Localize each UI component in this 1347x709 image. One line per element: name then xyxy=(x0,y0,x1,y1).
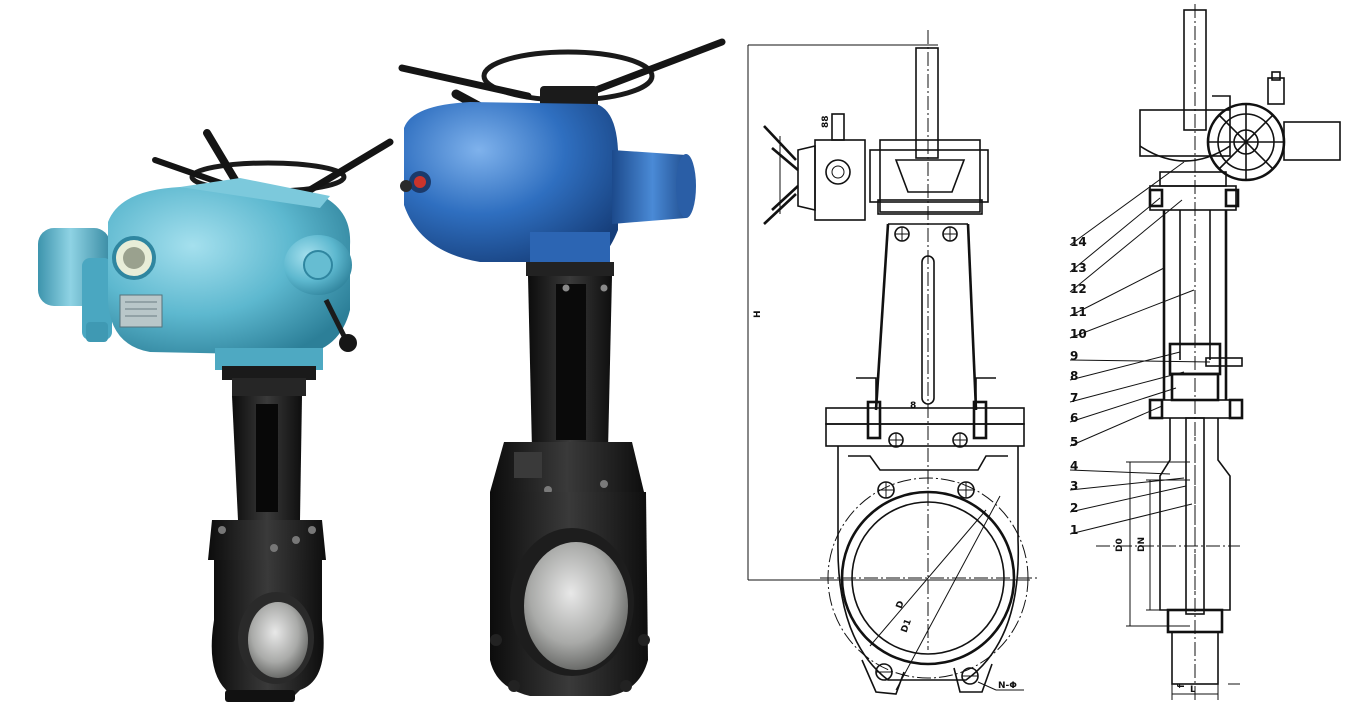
part-label: 13 xyxy=(1070,261,1087,275)
part-label: 12 xyxy=(1070,282,1087,296)
valve-body-outline xyxy=(837,446,1020,681)
part-label: 8 xyxy=(1070,369,1078,383)
bonnet-flange xyxy=(825,407,1025,425)
part-label: 2 xyxy=(1070,501,1078,515)
part-label: 10 xyxy=(1070,327,1087,341)
part-label: 1 xyxy=(1070,523,1078,537)
height-dimension-label: H xyxy=(753,310,763,318)
svg-text:8: 8 xyxy=(910,401,916,411)
nominal-diameter-label: DN xyxy=(1137,537,1147,552)
part-label: 4 xyxy=(1070,459,1078,473)
bolt-circle-label: D xyxy=(895,600,907,610)
front-view-drawing: H 88 8 xyxy=(747,30,1040,695)
section-view-drawing: L f D0 DN 14 13 xyxy=(1069,4,1341,700)
part-label: 5 xyxy=(1070,435,1078,449)
part-label: 3 xyxy=(1070,479,1078,493)
motor xyxy=(814,139,866,221)
part-label: 11 xyxy=(1070,305,1087,319)
svg-text:88: 88 xyxy=(821,115,831,128)
part-label: 9 xyxy=(1070,349,1078,363)
bolt-holes-label: N-Φ xyxy=(998,681,1017,691)
flange-thickness-label: f xyxy=(1177,684,1187,688)
section-actuator xyxy=(1139,109,1231,157)
seat-diameter-label: D1 xyxy=(900,618,914,634)
part-label: 6 xyxy=(1070,411,1078,425)
part-label: 7 xyxy=(1070,391,1078,405)
outer-diameter-label: D0 xyxy=(1115,538,1125,552)
part-label: 14 xyxy=(1070,235,1087,249)
stem xyxy=(915,47,939,159)
electric-knife-gate-valve-light-blue-photo xyxy=(38,129,394,702)
part-callouts: 14 13 12 11 10 9 8 7 6 5 4 3 2 1 xyxy=(1069,161,1211,537)
section-motor xyxy=(1283,121,1341,161)
electric-knife-gate-valve-dark-blue-photo xyxy=(398,38,726,696)
width-label: L xyxy=(1190,685,1196,695)
